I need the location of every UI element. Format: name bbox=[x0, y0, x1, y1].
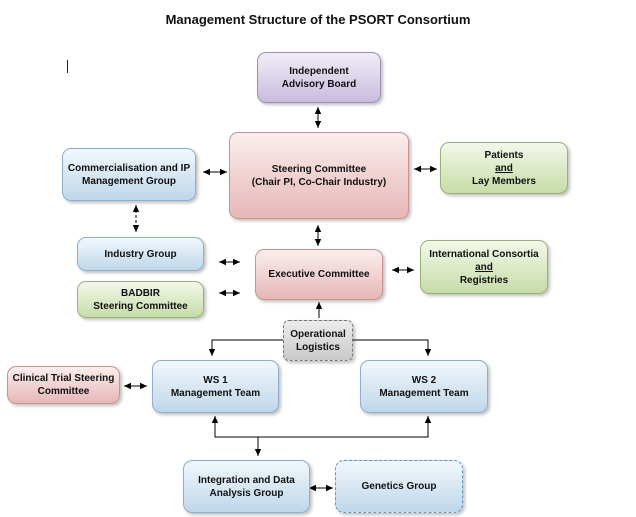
international-consortia-node: International Consortia and Registries bbox=[420, 240, 548, 294]
integration-node: Integration and Data Analysis Group bbox=[183, 460, 310, 513]
arrow-operational-ws1 bbox=[208, 339, 285, 356]
arrow-operational-ws2 bbox=[353, 339, 432, 356]
executive-committee-node: Executive Committee bbox=[255, 249, 383, 300]
arrow-ws-bus bbox=[211, 416, 432, 438]
industry-group-node: Industry Group bbox=[77, 237, 204, 271]
diagram-title: Management Structure of the PSORT Consor… bbox=[165, 12, 471, 27]
ws1-node: WS 1 Management Team bbox=[152, 360, 279, 413]
ws2-node: WS 2 Management Team bbox=[360, 360, 488, 413]
commercialisation-node: Commercialisation and IP Management Grou… bbox=[62, 148, 196, 201]
text-cursor bbox=[67, 60, 68, 73]
patients-node: Patients and Lay Members bbox=[440, 142, 568, 194]
clinical-trial-node: Clinical Trial Steering Committee bbox=[7, 366, 120, 404]
steering-committee-node: Steering Committee (Chair PI, Co-Chair I… bbox=[229, 132, 409, 219]
genetics-group-node: Genetics Group bbox=[335, 460, 463, 513]
badbir-node: BADBIR Steering Committee bbox=[77, 281, 204, 318]
advisory-board-node: Independent Advisory Board bbox=[257, 52, 381, 103]
operational-logistics-node: Operational Logistics bbox=[283, 320, 353, 361]
